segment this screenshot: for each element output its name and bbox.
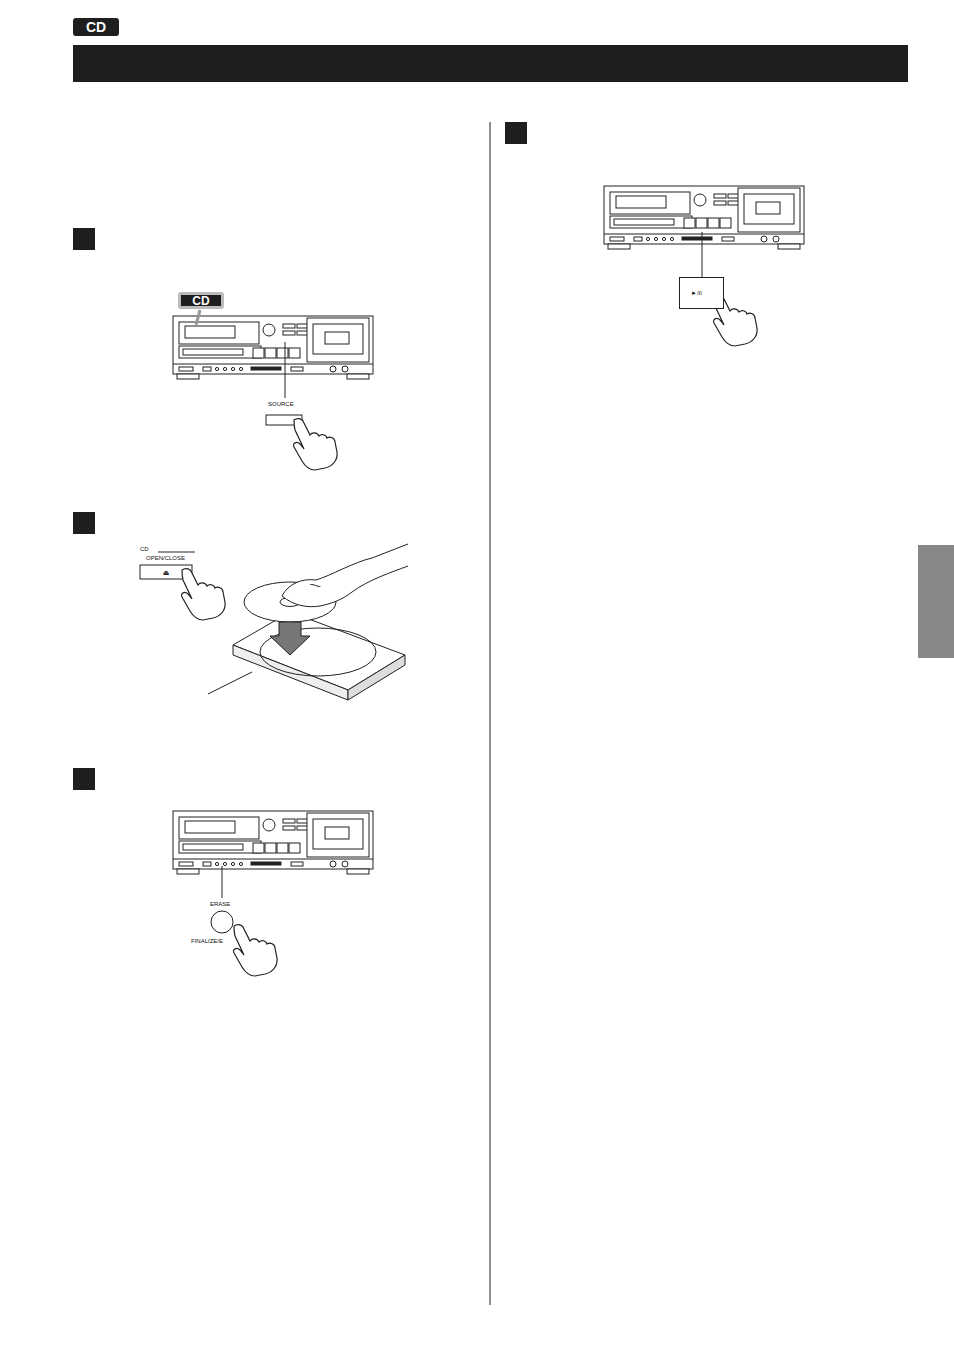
leader-line	[222, 866, 223, 898]
button-label: SOURCE	[268, 401, 294, 407]
node-text: CD	[86, 19, 106, 35]
side-tab	[918, 545, 954, 658]
eject-symbol: ⏏	[163, 569, 170, 576]
column-divider	[490, 122, 491, 1305]
step-marker	[73, 768, 95, 790]
node-text: ►/II	[691, 290, 702, 296]
step-marker	[505, 122, 527, 144]
play-pause-button: ►/II	[679, 277, 724, 309]
cd-cassette-deck	[173, 316, 373, 379]
button-label: CD	[140, 546, 149, 552]
cd-cassette-deck	[604, 186, 804, 249]
leader-line	[285, 342, 286, 398]
node-text: CD	[192, 294, 209, 308]
pointing-hand	[294, 419, 338, 470]
hand-holding-disc	[282, 544, 408, 607]
bracket-line	[158, 552, 195, 553]
leader-line	[208, 672, 252, 694]
cd-badge: CD	[178, 292, 224, 309]
leader-line	[702, 232, 703, 277]
button-label: OPEN/CLOSE	[146, 555, 185, 561]
pointing-hand	[182, 569, 226, 620]
header-bar	[73, 45, 908, 82]
pointing-hand	[234, 925, 278, 976]
insert-arrow	[270, 622, 310, 655]
callout-pointer	[196, 310, 200, 325]
step-marker	[73, 228, 95, 250]
button-label: FINALIZE/E	[191, 938, 223, 944]
cd-badge: CD	[73, 18, 119, 36]
finalize-erase-button	[211, 911, 233, 933]
cd-tray	[233, 612, 405, 700]
cd-cassette-deck	[173, 811, 373, 874]
button-label: ERASE	[210, 901, 230, 907]
step-marker	[73, 512, 95, 534]
